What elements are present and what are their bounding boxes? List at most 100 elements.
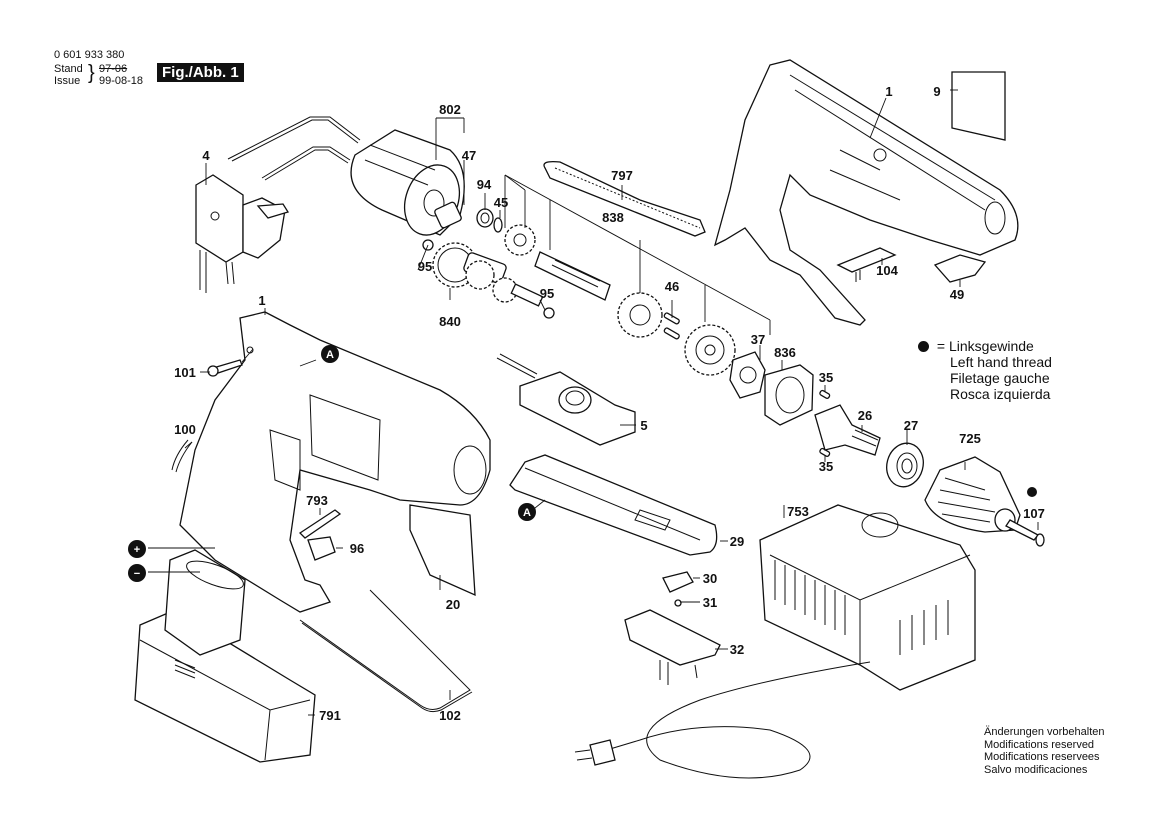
power-plug bbox=[589, 739, 616, 766]
svg-text:+: + bbox=[134, 544, 140, 556]
bearing-27 bbox=[886, 442, 924, 488]
power-cord bbox=[599, 661, 871, 779]
part-label: 96 bbox=[350, 541, 364, 556]
part-label: 27 bbox=[904, 418, 918, 433]
issue-label: Issue bbox=[54, 75, 81, 87]
part-label: 47 bbox=[462, 148, 476, 163]
cable-100 bbox=[171, 439, 193, 473]
stand-label: Stand bbox=[54, 63, 83, 75]
screw-107 bbox=[1005, 519, 1045, 547]
footer-line: Modifications reservees bbox=[984, 751, 1100, 763]
part-label: 104 bbox=[876, 263, 898, 278]
part-label: 1 bbox=[885, 84, 892, 99]
footer-line: Modifications reserved bbox=[984, 738, 1095, 751]
part-label: 100 bbox=[174, 422, 196, 437]
housing-left-half bbox=[179, 311, 491, 613]
ball-95-right bbox=[543, 307, 555, 319]
plus-terminal-icon: + bbox=[128, 540, 146, 558]
svg-text:A: A bbox=[326, 349, 334, 361]
part-label: 46 bbox=[665, 279, 679, 294]
svg-text:−: − bbox=[134, 568, 140, 580]
footer-line: Salvo modificaciones bbox=[984, 763, 1088, 776]
wire-clip-102 bbox=[299, 589, 471, 710]
legend: = Linksgewinde Left hand thread Filetage… bbox=[918, 338, 1052, 402]
legend-line: Left hand thread bbox=[950, 354, 1052, 370]
board-104 bbox=[836, 247, 897, 282]
left-thread-dot-icon bbox=[918, 341, 929, 352]
charger-753 bbox=[759, 504, 976, 691]
figure-badge: Fig./Abb. 1 bbox=[157, 63, 244, 82]
flange-836 bbox=[764, 364, 814, 426]
part-label: 725 bbox=[959, 431, 981, 446]
part-label: 49 bbox=[950, 287, 964, 302]
part-label: 37 bbox=[751, 332, 765, 347]
minus-terminal-icon: − bbox=[128, 564, 146, 582]
part-label: 9 bbox=[933, 84, 940, 99]
part-label: 802 bbox=[439, 102, 461, 117]
gear-train-840 bbox=[432, 242, 544, 307]
legend-equals: = bbox=[936, 338, 946, 354]
legend-line: Rosca izquierda bbox=[950, 386, 1051, 402]
clutch-37 bbox=[729, 351, 766, 399]
part-label: 35 bbox=[819, 370, 833, 385]
part-label: 31 bbox=[703, 595, 717, 610]
modifications-note: Änderungen vorbehalten Modifications res… bbox=[984, 726, 1104, 776]
clip-49 bbox=[933, 254, 987, 283]
housing-right-half bbox=[713, 59, 1019, 326]
part-label: 95 bbox=[418, 259, 432, 274]
part-label: 45 bbox=[494, 195, 508, 210]
part-labels: 4 802 47 94 45 95 95 840 797 838 46 37 8… bbox=[174, 84, 1045, 723]
plug-30 bbox=[662, 571, 694, 593]
part-label: 5 bbox=[640, 418, 647, 433]
screw-101 bbox=[207, 348, 254, 377]
part-label: 30 bbox=[703, 571, 717, 586]
svg-text:A: A bbox=[523, 507, 531, 519]
legend-line: Linksgewinde bbox=[948, 338, 1034, 354]
part-label: 102 bbox=[439, 708, 461, 723]
part-label: 20 bbox=[446, 597, 460, 612]
part-label: 32 bbox=[730, 642, 744, 657]
contact-block-32 bbox=[624, 609, 721, 666]
part-label: 101 bbox=[174, 365, 196, 380]
part-label: 1 bbox=[258, 293, 265, 308]
part-label: 753 bbox=[787, 504, 809, 519]
spindle-26 bbox=[814, 389, 881, 458]
label-plate-9 bbox=[951, 71, 1006, 141]
part-label: 793 bbox=[306, 493, 328, 508]
gear-assembly-838 bbox=[504, 224, 736, 376]
part-label: 840 bbox=[439, 314, 461, 329]
legend-line: Filetage gauche bbox=[950, 370, 1050, 386]
part-label: 26 bbox=[858, 408, 872, 423]
part-label: 797 bbox=[611, 168, 633, 183]
left-thread-marker-icon bbox=[1027, 487, 1037, 497]
part-label: 29 bbox=[730, 534, 744, 549]
strap-797 bbox=[543, 160, 706, 237]
reference-marker-a-bottom: A bbox=[518, 503, 536, 521]
switch-5 bbox=[496, 353, 636, 446]
footer-line: Änderungen vorbehalten bbox=[984, 726, 1105, 738]
holder-96 bbox=[307, 536, 336, 561]
stand-value: 97-06 bbox=[99, 63, 128, 75]
sheet-20 bbox=[409, 504, 476, 597]
brace: } bbox=[88, 62, 95, 84]
part-number: 0 601 933 380 bbox=[54, 49, 125, 61]
pins-46 bbox=[663, 312, 680, 340]
cover-29 bbox=[509, 454, 718, 556]
part-label: 838 bbox=[602, 210, 624, 225]
spring-31 bbox=[674, 599, 682, 607]
part-label: 107 bbox=[1023, 506, 1045, 521]
issue-value: 99-08-18 bbox=[99, 75, 144, 87]
part-label: 4 bbox=[202, 148, 210, 163]
reference-marker-a-top: A bbox=[321, 345, 339, 363]
part-label: 95 bbox=[540, 286, 554, 301]
part-label: 791 bbox=[319, 708, 341, 723]
bearing-94 bbox=[476, 208, 494, 228]
ring-45 bbox=[493, 217, 503, 233]
part-label: 35 bbox=[819, 459, 833, 474]
battery-791 bbox=[134, 549, 316, 763]
bit-793 bbox=[298, 509, 342, 539]
switch-part bbox=[195, 116, 361, 293]
part-label: 836 bbox=[774, 345, 796, 360]
chuck-725 bbox=[924, 456, 1021, 533]
